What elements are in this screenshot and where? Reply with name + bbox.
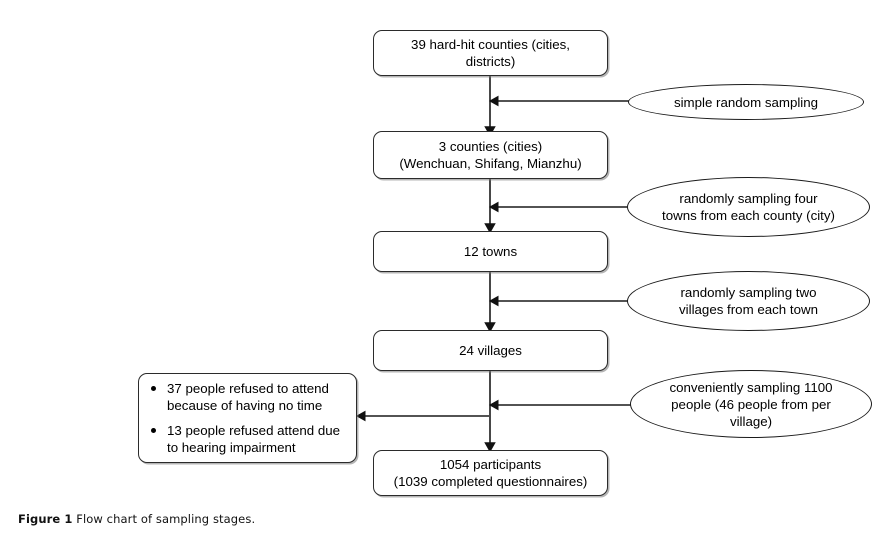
node-towns-12: 12 towns: [373, 231, 608, 272]
exclusions-list: 37 people refused to attend because of h…: [147, 380, 346, 456]
list-item: 13 people refused attend due to hearing …: [151, 422, 346, 456]
exclusion-text: 37 people refused to attend because of h…: [167, 381, 329, 413]
figure-caption-label: Figure 1: [18, 512, 73, 526]
node-villages-24: 24 villages: [373, 330, 608, 371]
bullet-dot-icon: [151, 428, 156, 433]
node-villages-24-label: 24 villages: [459, 343, 522, 358]
ellipse-four-towns: randomly sampling four towns from each c…: [627, 177, 870, 237]
figure-caption-text: Flow chart of sampling stages.: [76, 512, 256, 526]
exclusion-text: 13 people refused attend due to hearing …: [167, 423, 341, 455]
ellipse-simple-random-sampling: simple random sampling: [628, 84, 864, 120]
ellipse-two-villages: randomly sampling two villages from each…: [627, 271, 870, 331]
list-item: 37 people refused to attend because of h…: [151, 380, 346, 414]
node-counties-3: 3 counties (cities) (Wenchuan, Shifang, …: [373, 131, 608, 179]
node-participants: 1054 participants (1039 completed questi…: [373, 450, 608, 496]
bullet-dot-icon: [151, 386, 156, 391]
ellipse-simple-random-sampling-label: simple random sampling: [673, 94, 819, 110]
ellipse-convenience-1100-label: conveniently sampling 1100 people (46 pe…: [669, 379, 833, 429]
node-counties-39-label: 39 hard-hit counties (cities, districts): [411, 37, 570, 69]
node-exclusions: 37 people refused to attend because of h…: [138, 373, 357, 463]
node-counties-39: 39 hard-hit counties (cities, districts): [373, 30, 608, 76]
ellipse-four-towns-label: randomly sampling four towns from each c…: [662, 191, 835, 223]
node-towns-12-label: 12 towns: [463, 244, 518, 259]
ellipse-convenience-1100: conveniently sampling 1100 people (46 pe…: [630, 370, 872, 438]
node-counties-3-label: 3 counties (cities) (Wenchuan, Shifang, …: [399, 139, 582, 171]
node-participants-label: 1054 participants (1039 completed questi…: [393, 457, 588, 489]
ellipse-two-villages-label: randomly sampling two villages from each…: [679, 285, 818, 317]
figure-caption: Figure 1 Flow chart of sampling stages.: [18, 512, 255, 526]
